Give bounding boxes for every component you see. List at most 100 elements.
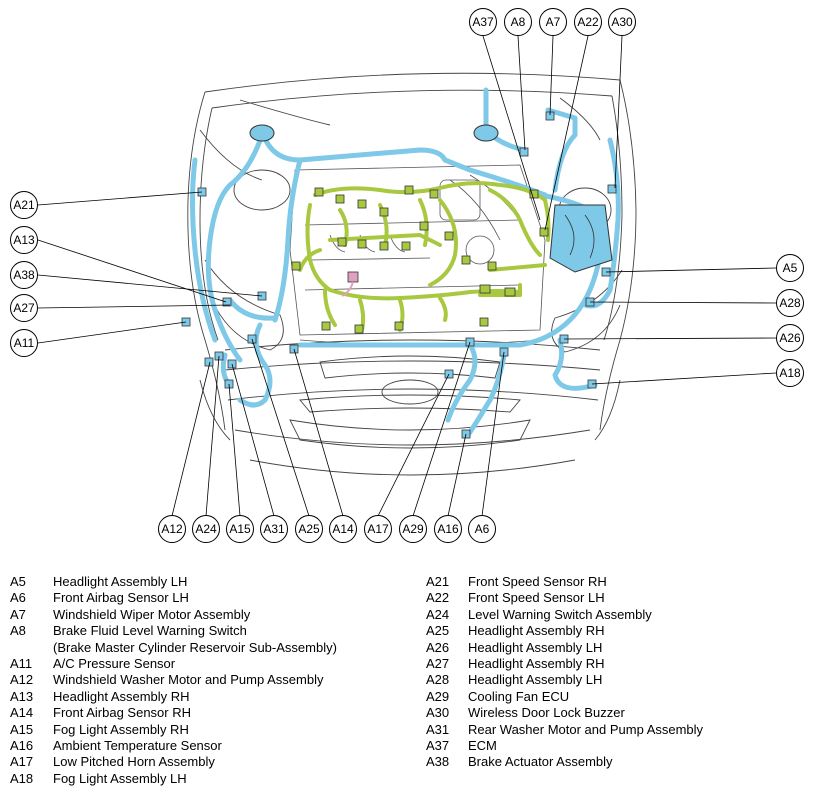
callout-a7: A7 (539, 8, 567, 36)
callout-a29: A29 (399, 515, 427, 543)
sensor-connector (341, 271, 359, 297)
legend-description: Brake Actuator Assembly (468, 754, 613, 770)
callout-label: A7 (546, 15, 561, 29)
callout-label: A31 (263, 522, 285, 536)
leader-lines (37, 35, 777, 517)
callout-label: A24 (195, 522, 217, 536)
legend-description: (Brake Master Cylinder Reservoir Sub-Ass… (53, 639, 337, 655)
legend-code: A38 (426, 754, 450, 770)
callout-a25: A25 (295, 515, 323, 543)
callout-a11: A11 (10, 329, 38, 357)
legend-description: Fog Light Assembly RH (53, 721, 189, 737)
callout-circle (434, 515, 462, 543)
legend-row: A25 Headlight Assembly RH (426, 623, 806, 639)
callout-a14: A14 (329, 515, 357, 543)
callouts-top: A37 A8 A7 A22 A30 (469, 8, 636, 36)
legend-description: Windshield Wiper Motor Assembly (53, 606, 251, 622)
callout-a27: A27 (10, 294, 38, 322)
callout-circle (469, 8, 497, 36)
legend-description: Headlight Assembly RH (468, 655, 605, 671)
callout-label: A27 (13, 301, 35, 315)
callout-circle (504, 8, 532, 36)
callout-circle (10, 191, 38, 219)
callout-label: A13 (13, 233, 35, 247)
legend-code: A22 (426, 590, 450, 606)
callout-a18: A18 (776, 359, 804, 387)
callout-label: A26 (779, 331, 801, 345)
callout-circle (295, 515, 323, 543)
callout-label: A25 (298, 522, 320, 536)
callout-a12: A12 (158, 515, 186, 543)
callout-a26: A26 (776, 324, 804, 352)
callout-circle (226, 515, 254, 543)
callout-a8: A8 (504, 8, 532, 36)
legend-description: Headlight Assembly LH (53, 574, 188, 589)
legend-code: A14 (10, 705, 34, 721)
legend-code: A29 (426, 688, 450, 704)
legend-description: Ambient Temperature Sensor (53, 737, 222, 753)
callout-label: A28 (779, 296, 801, 310)
callout-label: A29 (402, 522, 424, 536)
legend-code: A13 (10, 688, 34, 704)
legend-row: (Brake Master Cylinder Reservoir Sub-Ass… (10, 640, 420, 656)
legend-description: Headlight Assembly RH (468, 623, 605, 639)
legend-code: A30 (426, 705, 450, 721)
callout-circle (10, 226, 38, 254)
legend-description: Level Warning Switch Assembly (468, 606, 652, 622)
legend-description: Cooling Fan ECU (468, 688, 570, 704)
callout-a17: A17 (364, 515, 392, 543)
legend-code: A17 (10, 754, 34, 770)
callout-circle (364, 515, 392, 543)
callout-label: A38 (13, 268, 35, 282)
legend-description: ECM (468, 737, 497, 753)
callout-a37: A37 (469, 8, 497, 36)
callout-circle (10, 261, 38, 289)
callout-label: A11 (14, 336, 35, 350)
callout-circle (608, 8, 636, 36)
legend-code: A24 (426, 606, 450, 622)
callout-a16: A16 (434, 515, 462, 543)
callout-circle (399, 515, 427, 543)
callout-label: A22 (577, 15, 599, 29)
legend-code: A37 (426, 737, 450, 753)
callout-label: A17 (367, 522, 389, 536)
legend-description: Front Speed Sensor LH (468, 590, 605, 606)
legend-code: A26 (426, 639, 450, 655)
callout-label: A8 (511, 15, 526, 29)
ecu-block (549, 204, 613, 273)
callout-label: A14 (332, 522, 354, 536)
legend-row: A29 Cooling Fan ECU (426, 689, 806, 705)
callout-circle (574, 8, 602, 36)
callout-a31: A31 (260, 515, 288, 543)
callout-circle (468, 515, 496, 543)
legend-row: A37 ECM (426, 738, 806, 754)
legend-code: A25 (426, 623, 450, 639)
callout-a5: A5 (776, 254, 804, 282)
callout-label: A30 (611, 15, 633, 29)
legend-description: Rear Washer Motor and Pump Assembly (468, 721, 704, 737)
legend-description: Front Airbag Sensor LH (53, 590, 189, 606)
callout-label: A12 (161, 522, 183, 536)
legend-description: Headlight Assembly RH (53, 688, 190, 704)
legend-code: A28 (426, 672, 450, 688)
callout-circle (10, 294, 38, 322)
callout-label: A5 (783, 261, 798, 275)
callout-a30: A30 (608, 8, 636, 36)
legend-description: Wireless Door Lock Buzzer (468, 705, 625, 721)
legend-description: A/C Pressure Sensor (53, 655, 176, 671)
legend-code: A12 (10, 672, 34, 688)
